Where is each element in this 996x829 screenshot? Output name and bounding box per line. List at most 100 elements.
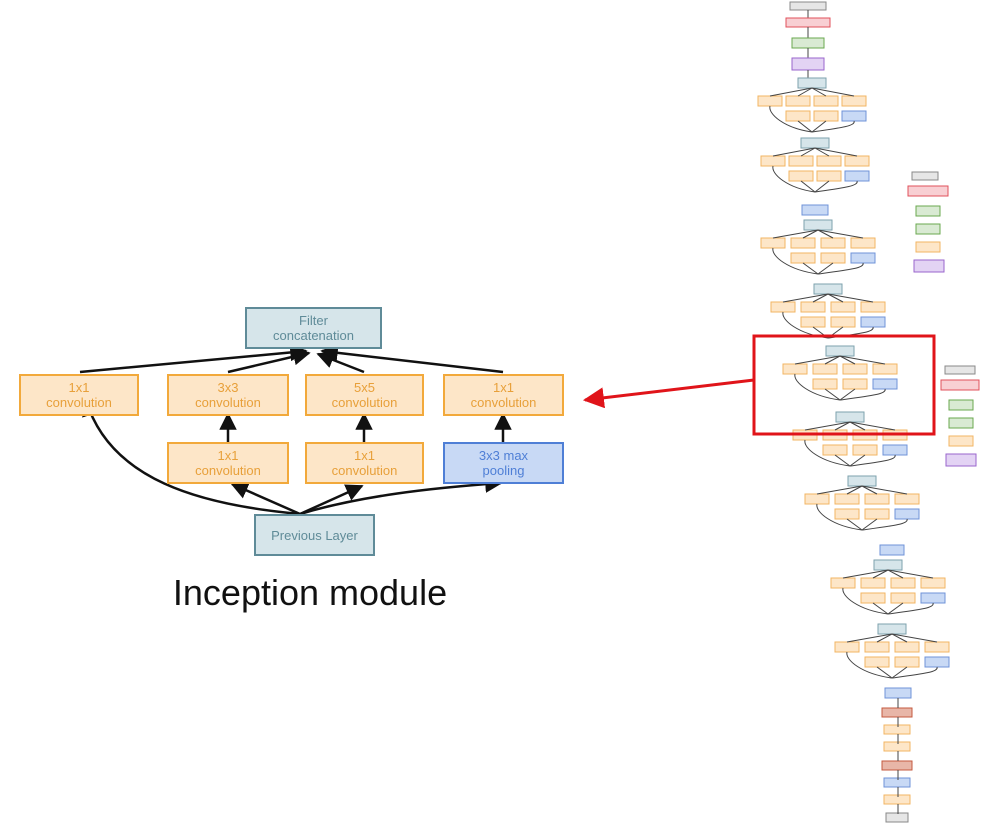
mini-edge [846,485,863,495]
mini-reduce [860,316,886,328]
mini-edge [782,293,829,303]
mini-reduce [894,656,920,668]
mini-reduce [864,508,890,520]
mini-conv [830,577,856,589]
conv1x1-right-line-1: 1x1 [493,380,514,395]
mini-reduce [844,170,870,182]
mini-edge [769,105,813,133]
mini-conv [830,301,856,313]
mini-edge [802,262,819,275]
mini-edge [772,147,816,157]
conv5x5-line-1: 5x5 [354,380,375,395]
mini-softmax-activation [907,185,949,197]
mini-fc [948,417,974,429]
mini-conv [816,155,842,167]
mini-edge [861,485,878,495]
edge-prev-to-reduce-a [230,482,301,516]
mini-edge [872,569,889,579]
mini-concat [877,623,907,635]
maxpool-line-2: pooling [482,463,525,478]
mini-edge [817,262,834,275]
mini-reduce [812,378,838,390]
reduce-a-line-1: 1x1 [217,448,239,463]
mini-conv [770,301,796,313]
mini-edge [876,666,893,679]
mini-conv [834,641,860,653]
mini-conv [883,724,911,735]
mini-conv [860,301,886,313]
mini-conv [813,95,839,107]
mini-conv [804,493,830,505]
mini-edge [817,229,864,239]
mini-conv [894,493,920,505]
mini-conv [834,493,860,505]
mini-reduce [788,170,814,182]
mini-edge [817,262,864,275]
mini-conv [864,641,890,653]
mini-edge [827,293,874,303]
mini-edge [769,87,813,97]
mini-edge [849,421,896,431]
mini-edge [891,666,938,679]
mini-edge [811,120,827,133]
mini-reduce [820,252,846,264]
filter-concat-line-2: concatenation [273,328,354,343]
mini-pool [801,204,829,216]
mini-avgpool [791,57,825,71]
mini-edge [797,120,813,133]
mini-pool [883,777,911,788]
mini-edge [849,421,866,431]
edge-1x1-right-to-concat [320,344,504,374]
mini-conv [872,363,898,375]
mini-edge [834,421,851,431]
mini-edge [814,147,830,157]
mini-softmax [911,171,939,181]
mini-reduce [842,378,868,390]
mini-edge [772,229,819,239]
mini-conv [820,237,846,249]
mini-edge [861,485,908,495]
mini-reduce [816,170,842,182]
mini-edge [794,355,841,365]
mini-reduce [813,110,839,122]
edge-3x3-to-concat [227,348,311,374]
mini-edge [846,518,863,531]
mini-edge [891,633,908,643]
mini-conv [788,155,814,167]
mini-edge [887,602,934,615]
mini-edge [817,229,834,239]
mini-edge [824,355,841,365]
mini-fc [915,223,941,235]
mini-edge [811,87,855,97]
mini-edge [824,388,841,401]
mini-edge [842,569,889,579]
conv-1x1-right-box: 1x1 convolution [443,374,564,416]
mini-reduce [785,110,811,122]
mini-conv [948,435,974,447]
previous-layer-label: Previous Layer [271,527,358,543]
mini-conv [785,95,811,107]
mini-avgpool [945,453,977,467]
mini-conv [760,155,786,167]
mini-reduce [872,378,898,390]
mini-conv [812,363,838,375]
mini-reduce [800,316,826,328]
mini-conv [883,741,911,752]
previous-layer-box: Previous Layer [254,514,375,556]
mini-concat [800,137,830,149]
reduce-1x1-a-box: 1x1 convolution [167,442,289,484]
module-caption: Inception module [172,572,448,613]
mini-input [885,812,909,823]
edge-prev-to-conv1x1-left [82,398,301,516]
mini-edge [849,454,866,467]
mini-edge [861,518,908,531]
mini-pool [879,544,905,556]
filter-concatenation-box: Filter concatenation [245,307,382,349]
mini-reduce [834,508,860,520]
conv3x3-line-2: convolution [195,395,261,410]
reduce-b-line-1: 1x1 [354,448,375,463]
mini-conv [790,237,816,249]
mini-edge [887,602,904,615]
